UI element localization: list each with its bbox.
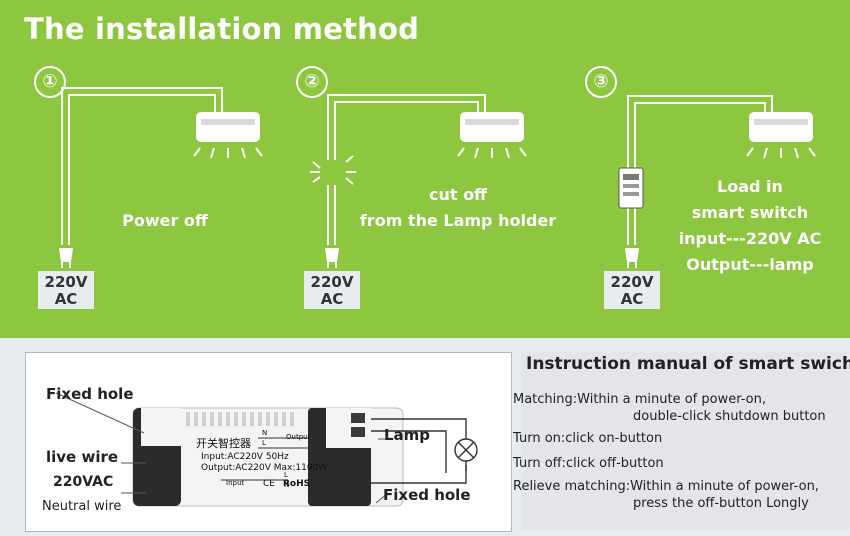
step-2-number: ② — [296, 66, 328, 98]
neutral-wire-label: Neutral wire — [42, 499, 122, 514]
device-chinese-label: 开关智控器 — [196, 437, 251, 450]
callout-lines — [55, 392, 389, 504]
wire-step3-a-upper — [627, 95, 773, 170]
ac-type: AC — [620, 290, 644, 308]
manual-item-relieve-detail: press the off-button Longly — [633, 496, 809, 511]
device-terminal-l-output: L — [262, 439, 266, 447]
ceiling-lamp-icon — [457, 112, 527, 159]
step-1-label: Power off — [110, 208, 220, 234]
manual-item-relieve: Relieve matching:Within a minute of powe… — [513, 479, 819, 494]
step-2-label: cut off from the Lamp holder — [358, 182, 558, 234]
device-terminal-n-input: N — [284, 481, 290, 489]
step-3-label: Load in smart switch input---220V AC Out… — [670, 174, 830, 278]
step-2-label-line: cut off — [428, 185, 488, 204]
break-spark-icon — [310, 155, 356, 185]
bottom-section: Fixed hole live wire 220VAC Neutral wire… — [0, 338, 850, 536]
manual-item-matching-detail: double-click shutdown button — [633, 409, 826, 424]
device-ce-mark: CE — [263, 479, 275, 489]
ac-voltage: 220V — [310, 273, 354, 291]
smart-switch-device — [132, 407, 404, 507]
step-1-number: ① — [34, 66, 66, 98]
installation-panel — [0, 0, 850, 338]
device-spec-output: Output:AC220V Max:1100W — [201, 463, 328, 473]
step-1-label-line: Power off — [122, 211, 208, 230]
device-output-tag: Output — [286, 433, 311, 441]
device-terminal-l-input: L — [284, 471, 288, 479]
ac-type: AC — [54, 290, 78, 308]
device-wiring-panel: Fixed hole live wire 220VAC Neutral wire… — [25, 352, 512, 532]
voltage-label: 220VAC — [53, 474, 114, 490]
device-wiring-diagram — [55, 392, 478, 507]
instruction-manual: Instruction manual of smart swich Matchi… — [513, 352, 850, 530]
lamp-label: Lamp — [384, 426, 431, 444]
ac-voltage: 220V — [610, 273, 654, 291]
device-terminal-n-output: N — [262, 429, 268, 437]
fixed-hole-right-label: Fixed hole — [383, 486, 471, 504]
step-3-label-line: input---220V AC — [678, 229, 822, 248]
manual-item-turn-off: Turn off:click off-button — [513, 456, 664, 471]
ac-voltage: 220V — [44, 273, 88, 291]
page-title: The installation method — [24, 12, 420, 46]
step-2-label-line: from the Lamp holder — [359, 211, 557, 230]
step-3-label-line: Output---lamp — [686, 255, 814, 274]
ceiling-lamp-icon — [746, 112, 816, 159]
smart-switch-module-icon — [618, 167, 644, 209]
device-rohs-mark: RoHS — [283, 479, 311, 489]
plug-icon — [325, 248, 339, 268]
device-spec-input: Input:AC220V 50Hz — [201, 452, 289, 462]
device-input-tag: Input — [226, 479, 245, 487]
ac-type: AC — [320, 290, 344, 308]
step-3-label-line: Load in — [717, 177, 783, 196]
live-wire-label: live wire — [46, 448, 119, 466]
wire-step3-b-upper — [634, 102, 766, 170]
manual-item-turn-on: Turn on:click on-button — [513, 431, 663, 446]
manual-item-matching: Matching:Within a minute of power-on, — [513, 392, 766, 407]
fixed-hole-left-label: Fixed hole — [46, 385, 134, 403]
step-3-number: ③ — [585, 66, 617, 98]
plug-icon — [625, 248, 639, 268]
lamp-circuit — [371, 418, 478, 484]
wire-step1-a — [61, 87, 223, 245]
step-3-label-line: smart switch — [691, 203, 809, 222]
wire-step2-b-upper — [334, 101, 479, 160]
installation-diagram — [59, 87, 816, 268]
wire-step2-a-upper — [327, 94, 486, 160]
wire-step1-b — [68, 94, 216, 245]
manual-title: Instruction manual of smart swich — [526, 354, 850, 374]
plug-icon — [59, 248, 73, 268]
ceiling-lamp-icon — [193, 112, 263, 159]
